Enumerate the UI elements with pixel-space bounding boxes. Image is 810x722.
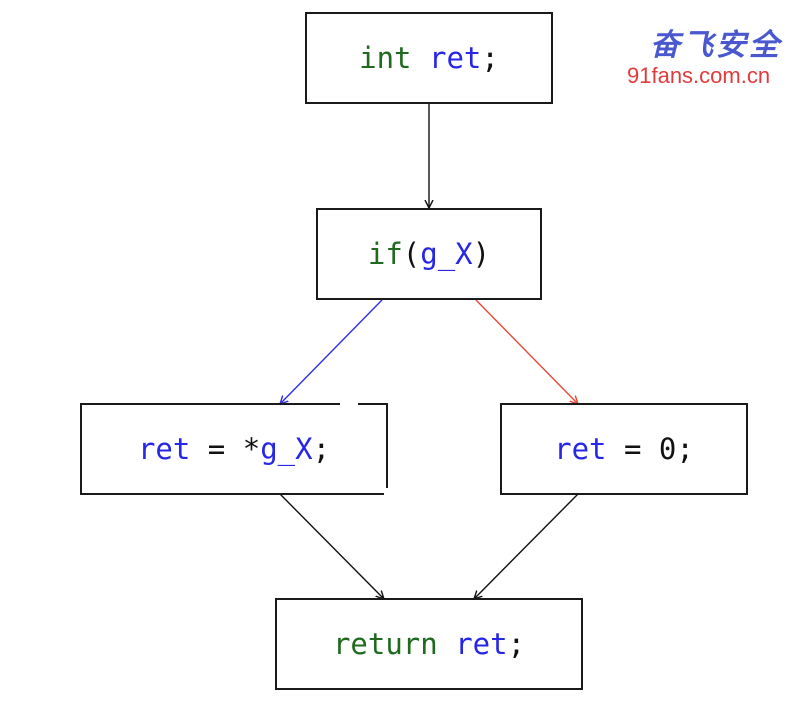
keyword-int: int bbox=[359, 41, 412, 75]
keyword-return: return bbox=[332, 627, 438, 661]
assign-zero: = 0; bbox=[606, 432, 694, 466]
node-declaration: int ret; bbox=[305, 12, 553, 104]
identifier-ret: ret bbox=[455, 627, 508, 661]
node-return: return ret; bbox=[275, 598, 583, 690]
edge-cond-false bbox=[475, 299, 578, 404]
edge-then-to-ret bbox=[279, 493, 384, 599]
edge-cond-true bbox=[280, 299, 383, 404]
paren-close: ) bbox=[472, 237, 491, 271]
node-then-branch: ret = *g_X; bbox=[80, 403, 388, 495]
keyword-if: if bbox=[367, 237, 403, 271]
edge-else-to-ret bbox=[474, 493, 579, 599]
border-gap bbox=[340, 401, 358, 406]
semicolon: ; bbox=[507, 627, 526, 661]
border-gap bbox=[384, 488, 390, 498]
assign-deref-operator: = * bbox=[190, 432, 261, 466]
node-condition: if(g_X) bbox=[316, 208, 542, 300]
identifier-ret: ret bbox=[429, 41, 482, 75]
identifier-ret: ret bbox=[554, 432, 607, 466]
watermark-url: 91fans.com.cn bbox=[627, 63, 771, 88]
semicolon: ; bbox=[312, 432, 331, 466]
node-else-branch: ret = 0; bbox=[500, 403, 748, 495]
watermark-title: 奋飞安全 bbox=[650, 28, 782, 63]
semicolon: ; bbox=[481, 41, 499, 75]
identifier-g-x: g_X bbox=[420, 237, 473, 271]
paren-open: ( bbox=[402, 237, 421, 271]
identifier-ret: ret bbox=[137, 432, 191, 466]
identifier-g-x: g_X bbox=[260, 432, 313, 466]
